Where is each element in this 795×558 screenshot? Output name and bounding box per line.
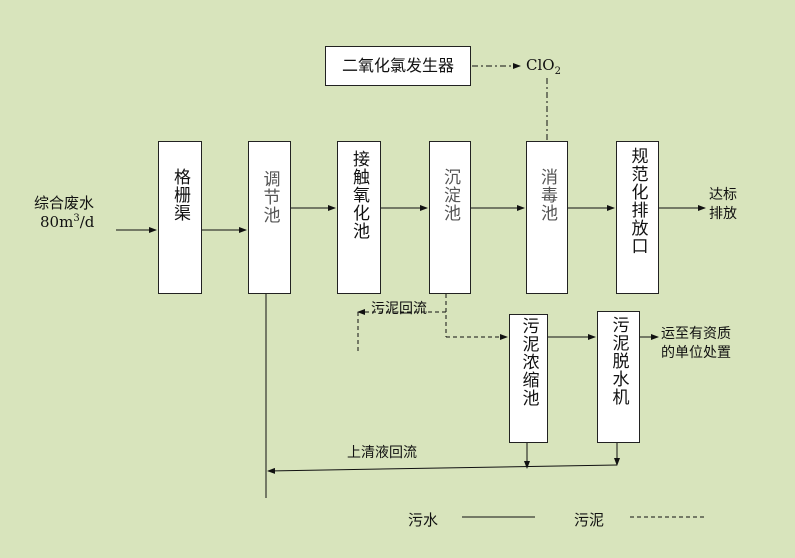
unit-disinfection-label: 消毒池	[537, 168, 557, 222]
supernatant-return-label: 上清液回流	[347, 445, 417, 461]
unit-screen-label: 格栅渠	[170, 168, 190, 222]
supernatant-return-h	[267, 464, 618, 474]
unit-screen: 格栅渠	[158, 141, 202, 294]
unit-thickener-label: 污泥浓缩池	[518, 317, 539, 407]
legend-sludge-label: 污泥	[574, 511, 605, 529]
legend-sewage-label: 污水	[408, 511, 439, 529]
unit-dewatering-label: 污泥脱水机	[608, 316, 629, 406]
unit-outfall: 规范化排放口	[616, 141, 659, 294]
unit-equalization: 调节池	[248, 141, 291, 294]
disposal-label: 运至有资质的单位处置	[661, 326, 731, 361]
unit-disinfection: 消毒池	[526, 141, 568, 294]
sludge-return-label: 污泥回流	[371, 301, 427, 317]
unit-sedimentation: 沉淀池	[429, 141, 471, 294]
inflow-rate: 80m3/d	[40, 213, 95, 231]
unit-outfall-label: 规范化排放口	[627, 147, 648, 255]
unit-contact-oxidation-label: 接触氧化池	[349, 150, 369, 240]
clo2-generator: 二氧化氯发生器	[325, 46, 471, 86]
discharge-label: 达标排放	[709, 187, 737, 222]
unit-equalization-label: 调节池	[259, 170, 280, 224]
unit-contact-oxidation: 接触氧化池	[337, 141, 381, 294]
unit-dewatering: 污泥脱水机	[597, 311, 640, 443]
clo2-label: ClO2	[526, 56, 561, 77]
inflow-label: 综合废水	[34, 194, 95, 212]
unit-thickener: 污泥浓缩池	[509, 314, 548, 443]
unit-sedimentation-label: 沉淀池	[440, 168, 460, 222]
